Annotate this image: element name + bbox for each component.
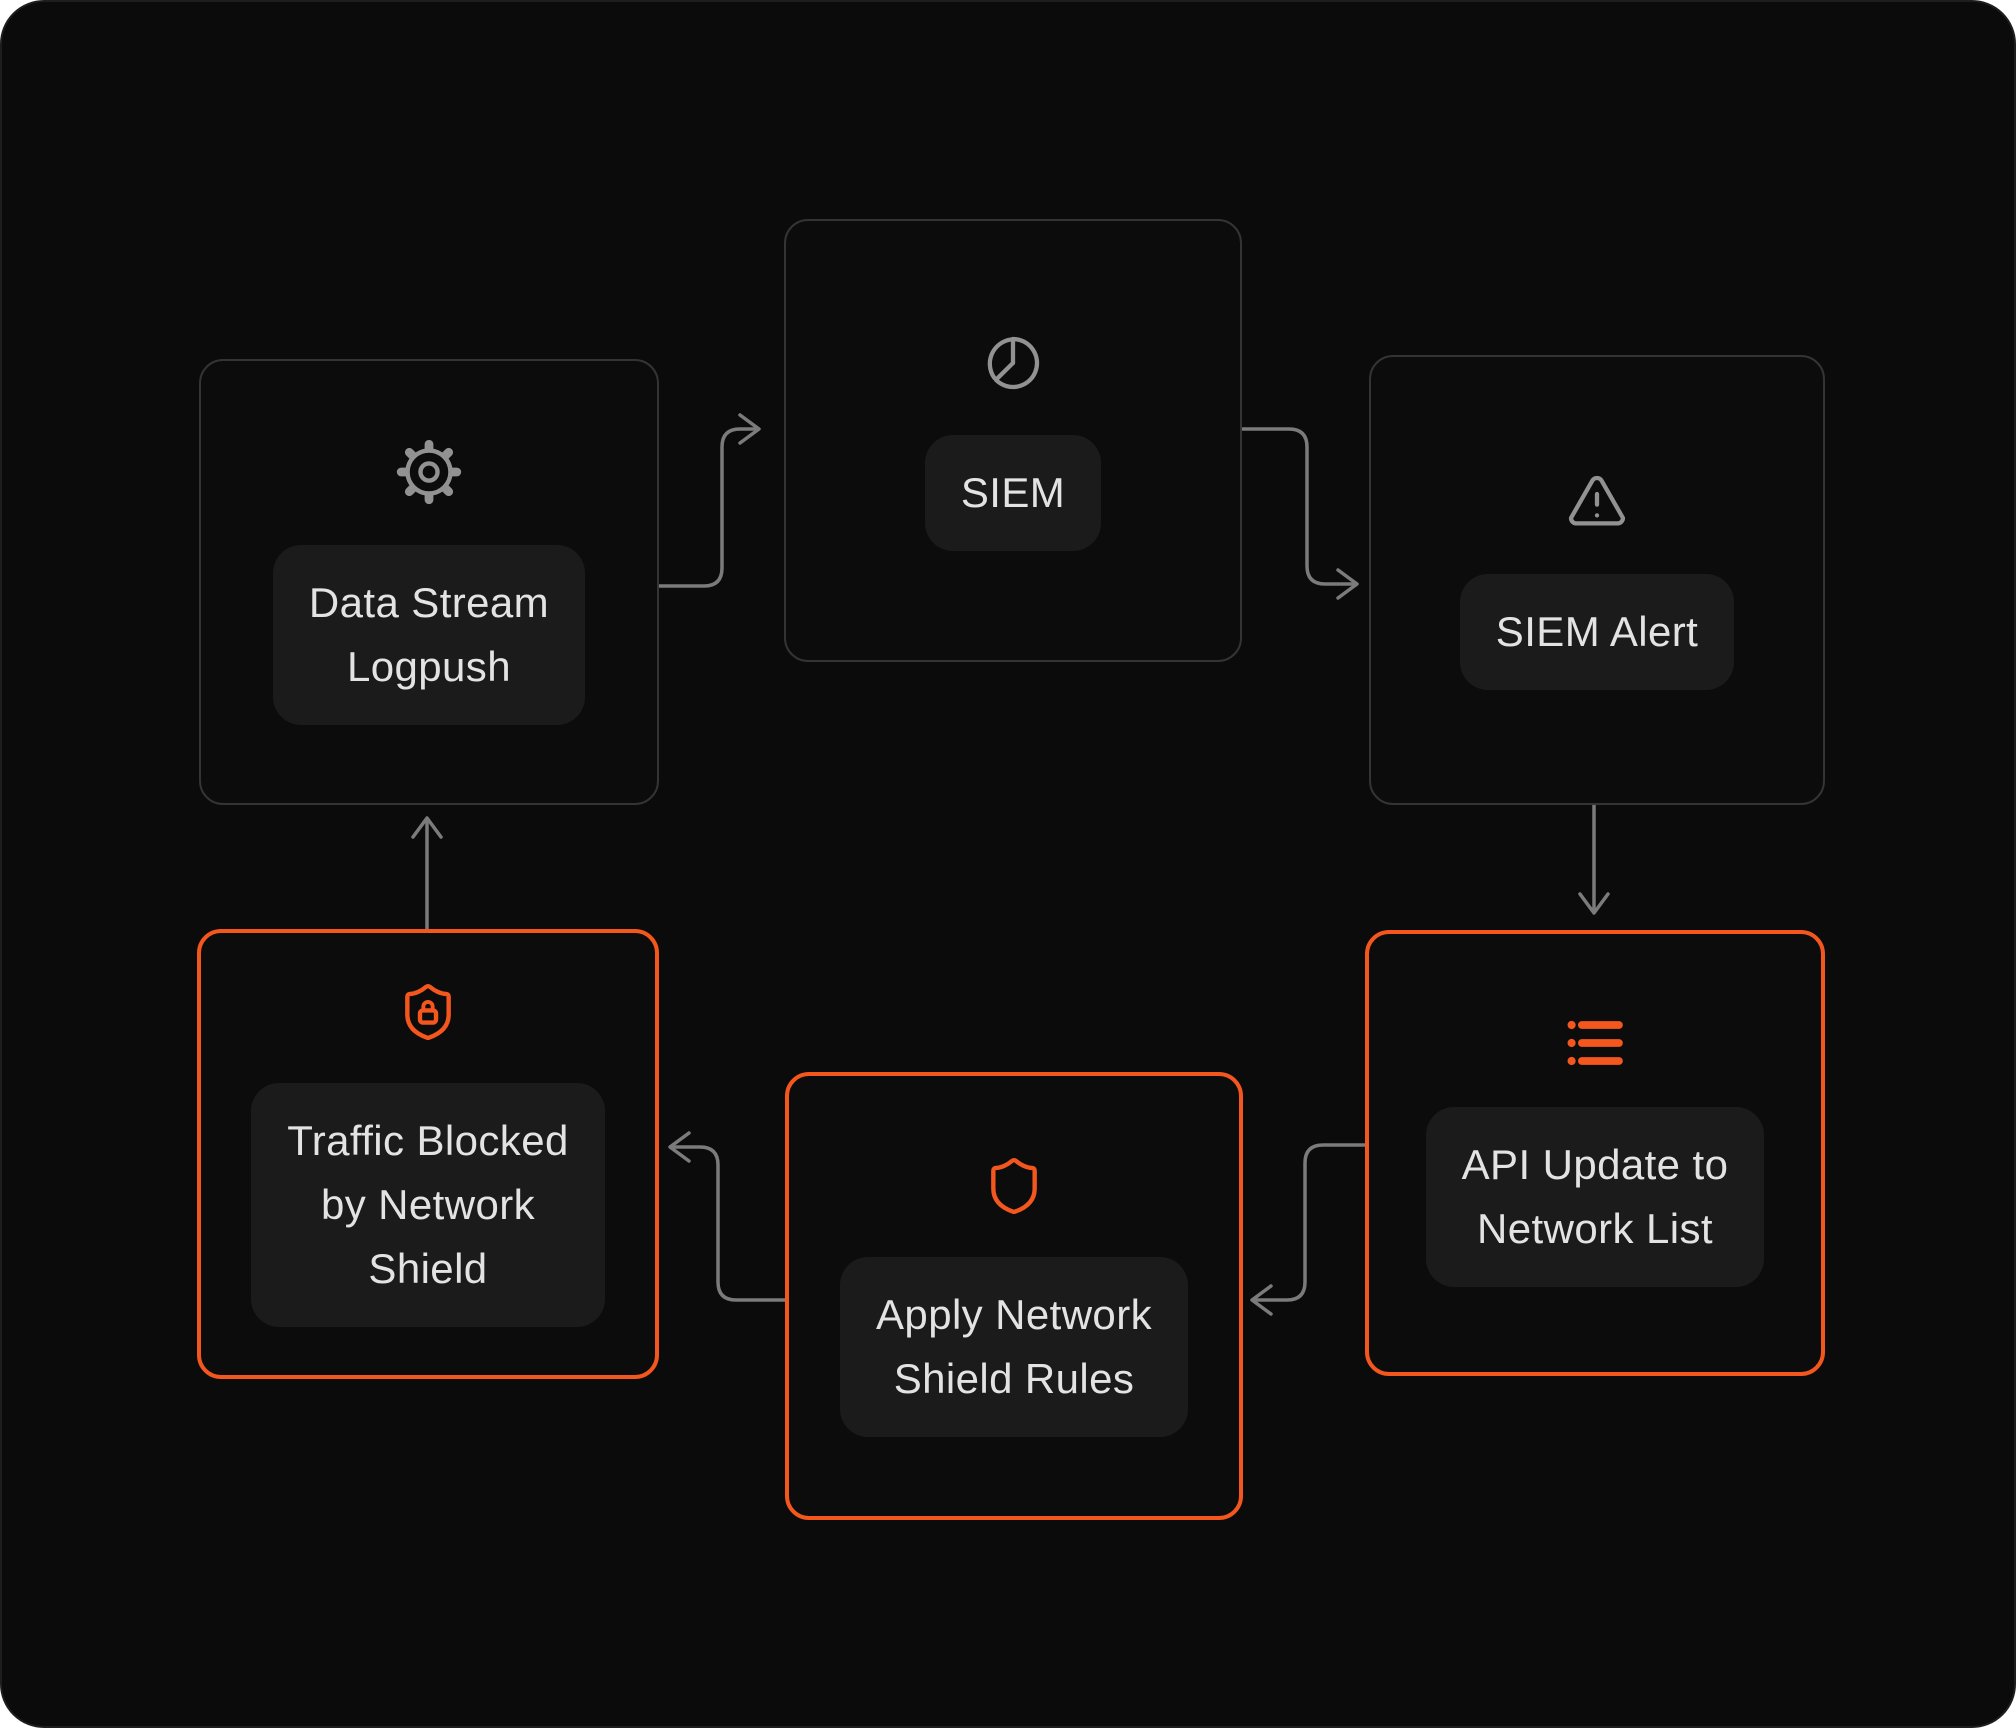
gear-icon: [396, 439, 462, 505]
node-siem: SIEM: [784, 219, 1242, 662]
edge-siem-alert-to-api-update: [1578, 803, 1610, 915]
pie-chart-icon: [981, 331, 1045, 395]
edge-traffic-blocked-to-data-stream: [411, 816, 443, 931]
edge-data-stream-to-siem: [657, 413, 761, 588]
node-label: SIEM Alert: [1459, 574, 1735, 690]
node-label: Traffic Blocked by Network Shield: [251, 1083, 605, 1327]
node-label: API Update to Network List: [1425, 1107, 1765, 1287]
edge-line: [1240, 427, 1355, 586]
shield-icon: [983, 1155, 1045, 1217]
node-data-stream-logpush: Data Stream Logpush: [199, 359, 659, 805]
node-label: SIEM: [924, 434, 1102, 551]
edge-siem-to-siem-alert: [1240, 427, 1359, 600]
edge-apply-rules-to-traffic-blocked: [668, 1131, 787, 1302]
node-traffic-blocked-by-network-shield: Traffic Blocked by Network Shield: [197, 929, 659, 1379]
shield-lock-icon: [397, 981, 459, 1043]
arrowhead-left-icon: [1250, 1284, 1273, 1316]
edge-api-update-to-apply-rules: [1250, 1143, 1367, 1316]
edge-line: [1254, 1143, 1367, 1302]
arrowhead-down-icon: [1578, 892, 1610, 915]
arrowhead-left-icon: [668, 1131, 691, 1163]
arrowhead-right-icon: [1336, 568, 1359, 600]
list-icon: [1566, 1019, 1624, 1067]
node-siem-alert: SIEM Alert: [1369, 355, 1825, 805]
node-label: Apply Network Shield Rules: [840, 1257, 1188, 1437]
node-label: Data Stream Logpush: [272, 545, 586, 725]
edge-line: [672, 1145, 787, 1302]
node-apply-network-shield-rules: Apply Network Shield Rules: [785, 1072, 1243, 1520]
arrowhead-up-icon: [411, 816, 443, 839]
arrowhead-right-icon: [738, 413, 761, 445]
edge-line: [657, 427, 757, 588]
node-api-update-to-network-list: API Update to Network List: [1365, 930, 1825, 1376]
alert-triangle-icon: [1565, 470, 1629, 534]
